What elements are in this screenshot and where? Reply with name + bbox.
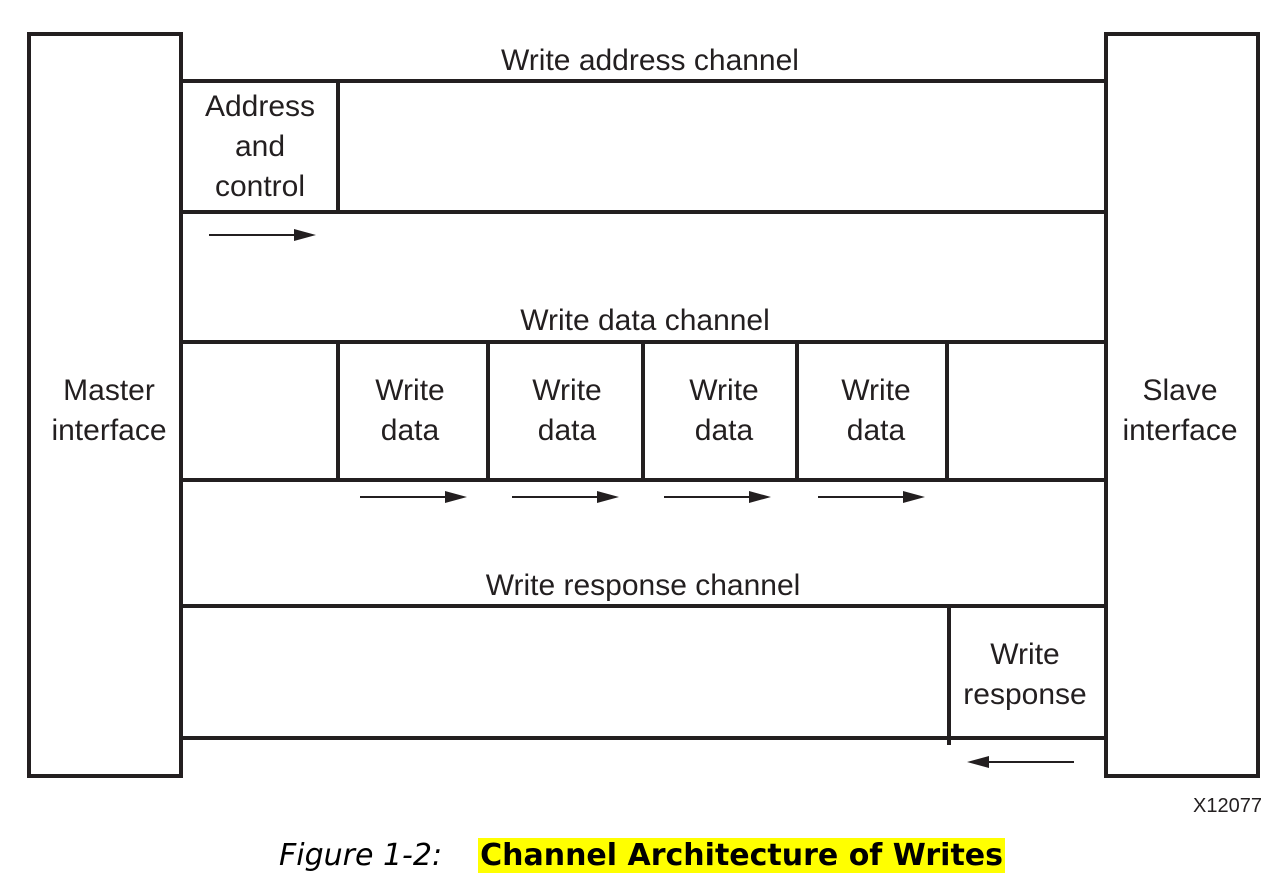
master-interface: Master interface (27, 32, 183, 778)
write-data-block-4-line2: data (847, 414, 906, 447)
write-data-arrow-1 (360, 491, 467, 503)
slave-interface-label-line2: interface (1122, 414, 1237, 447)
write-response-channel-title: Write response channel (486, 569, 801, 602)
write-data-block-2-line2: data (538, 414, 597, 447)
master-interface-label-line2: interface (51, 414, 166, 447)
slave-interface-label-line1: Slave (1142, 374, 1217, 407)
write-data-block-3-line2: data (695, 414, 754, 447)
write-response-block-line2: response (963, 678, 1086, 711)
write-response-arrow (967, 756, 1074, 768)
master-interface-box (27, 32, 183, 778)
address-block-label-line2: and (235, 130, 285, 163)
write-response-block-line1: Write (990, 638, 1059, 671)
slave-interface: Slave interface (1104, 32, 1260, 778)
write-data-block-2-line1: Write (532, 374, 601, 407)
write-response-channel: Write response channel Write response (181, 569, 1106, 768)
address-block-label-line3: control (215, 170, 305, 203)
write-data-arrow-2 (512, 491, 619, 503)
slave-interface-box (1104, 32, 1260, 778)
master-interface-label-line1: Master (63, 374, 155, 407)
write-address-channel-title: Write address channel (501, 44, 799, 77)
write-data-block-1-line1: Write (375, 374, 444, 407)
write-data-channel: Write data channel Write data Write data… (181, 304, 1106, 503)
figure-title: Channel Architecture of Writes (478, 838, 1005, 873)
write-address-channel: Write address channel Address and contro… (181, 44, 1106, 241)
figure-caption: Figure 1-2: Channel Architecture of Write… (0, 838, 1284, 888)
write-data-block-4-line1: Write (841, 374, 910, 407)
write-data-arrow-4 (818, 491, 925, 503)
figure-code: X12077 (1193, 795, 1262, 817)
write-data-channel-title: Write data channel (520, 304, 770, 337)
figure-label: Figure 1-2: (279, 838, 443, 873)
write-data-block-1-line2: data (381, 414, 440, 447)
address-block-label-line1: Address (205, 90, 315, 123)
address-direction-arrow (209, 229, 316, 241)
write-data-arrow-3 (664, 491, 771, 503)
write-data-block-3-line1: Write (689, 374, 758, 407)
